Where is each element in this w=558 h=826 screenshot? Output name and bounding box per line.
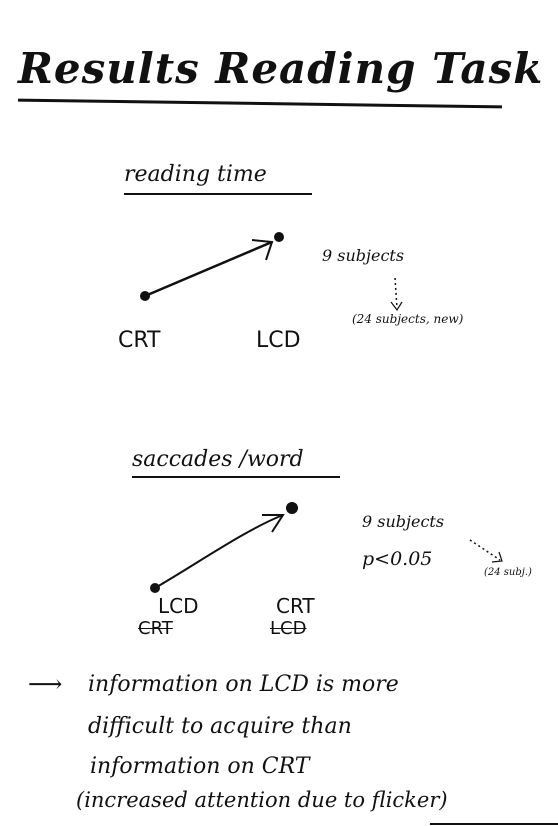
page-title: Results Reading Task [18,44,544,93]
reading-time-dotted-arrow [394,277,398,309]
reading-time-trend-line [144,240,273,298]
section-title-saccades: saccades /word [132,447,304,472]
conclusion-arrow: ⟶ [28,670,63,698]
reading-time-arrowhead [251,239,274,261]
conclusion-line-1: information on LCD is more [88,672,399,697]
saccades-right-struck-label: LCD [270,618,307,639]
reading-time-crt-point [140,291,150,301]
saccades-arrowhead [262,514,285,533]
saccades-dotted-arrowhead [491,551,503,563]
saccades-right-label: CRT [276,594,315,618]
saccades-crt-point [286,502,298,514]
saccades-dotted-arrow [469,539,501,561]
section-title-reading-time: reading time [124,162,267,187]
conclusion-line-4: (increased attention due to flicker) [76,788,448,812]
saccades-sub-note: (24 subj.) [484,567,532,578]
reading-time-left-label: CRT [118,328,161,353]
saccades-subject-note: 9 subjects [362,512,445,531]
saccades-left-struck-label: CRT [138,618,173,639]
section-underline-saccades [132,476,340,478]
conclusion-line-2: difficult to acquire than [88,714,352,739]
section-underline-reading-time [124,193,312,195]
reading-time-subject-note: 9 subjects [322,246,405,265]
saccades-trend-line [154,514,284,589]
reading-time-right-label: LCD [256,328,301,353]
saccades-lcd-point [150,583,160,593]
reading-time-sub-note: (24 subjects, new) [352,312,464,326]
reading-time-dotted-arrowhead [390,301,403,312]
saccades-significance: p<0.05 [362,548,433,570]
reading-time-lcd-point [274,232,284,242]
saccades-left-label: LCD [158,594,199,618]
conclusion-line-3: information on CRT [90,754,310,779]
